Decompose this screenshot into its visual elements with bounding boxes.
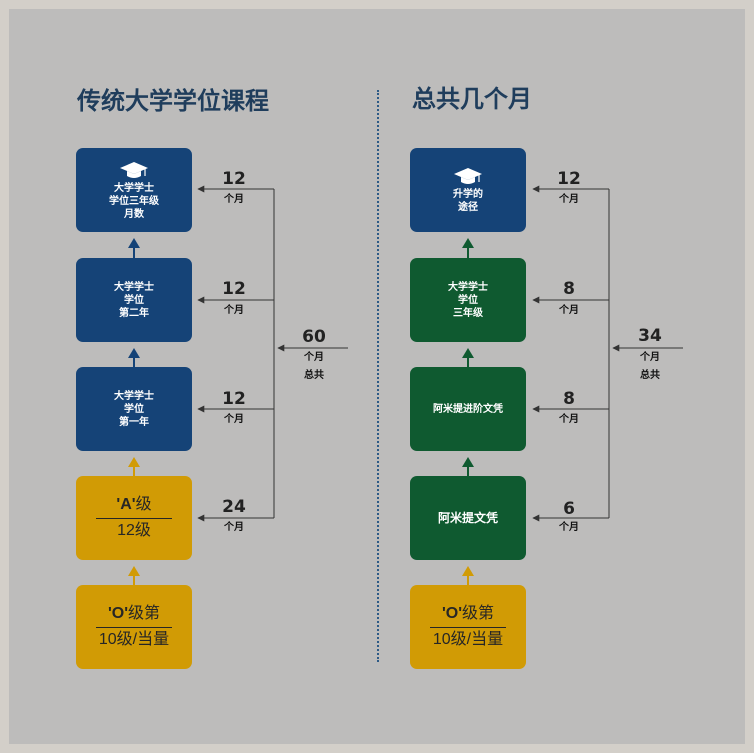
left-duration-4-value: 24 — [222, 497, 246, 517]
right-box-pathway-label: 升学的 途径 — [453, 189, 483, 213]
right-box-advanced-diploma-label: 阿米提进阶文凭 — [433, 403, 503, 415]
left-duration-1-value: 12 — [222, 169, 246, 189]
right-duration-1-unit: 个月 — [559, 194, 579, 205]
right-o-level-top: 'O'级第 — [441, 605, 495, 622]
right-duration-2-value: 8 — [563, 279, 575, 299]
right-total-unit: 个月 — [640, 352, 660, 363]
left-total-unit: 个月 — [304, 352, 324, 363]
right-total-value: 34 — [638, 326, 662, 346]
column-divider — [377, 90, 379, 662]
right-box-pathway: 升学的 途径 — [410, 148, 526, 232]
left-title: 传统大学学位课程 — [77, 86, 269, 115]
left-bracket — [197, 185, 348, 522]
right-o-level-bottom: 10级/当量 — [432, 631, 504, 648]
right-duration-1-value: 12 — [557, 169, 581, 189]
right-box-diploma: 阿米提文凭 — [410, 476, 526, 560]
right-bracket — [532, 185, 683, 522]
left-total-label: 总共 — [304, 370, 324, 381]
left-box-o-level: 'O'级第 10级/当量 — [76, 585, 192, 669]
graduation-cap-icon — [454, 168, 482, 184]
right-box-year-three: 大学学士 学位 三年级 — [410, 258, 526, 342]
right-flow-arrows — [462, 238, 474, 585]
left-duration-3-unit: 个月 — [224, 414, 244, 425]
left-box-year-two-label: 大学学士 学位 第二年 — [114, 281, 154, 319]
o-level-bottom: 10级/当量 — [98, 631, 170, 648]
o-level-top: 'O'级第 — [107, 605, 161, 622]
right-title: 总共几个月 — [412, 84, 532, 113]
graduation-cap-icon — [120, 161, 148, 178]
left-box-year-one: 大学学士 学位 第一年 — [76, 367, 192, 451]
right-box-o-level: 'O'级第 10级/当量 — [410, 585, 526, 669]
right-box-advanced-diploma: 阿米提进阶文凭 — [410, 367, 526, 451]
right-total-label: 总共 — [640, 370, 660, 381]
left-box-year-three: 大学学士 学位三年级 月数 — [76, 148, 192, 232]
right-box-diploma-label: 阿米提文凭 — [437, 510, 498, 525]
left-box-year-three-label: 大学学士 学位三年级 月数 — [109, 182, 159, 220]
left-box-year-one-label: 大学学士 学位 第一年 — [114, 390, 154, 428]
left-duration-3-value: 12 — [222, 389, 246, 409]
right-duration-2-unit: 个月 — [559, 305, 579, 316]
right-duration-4-value: 6 — [563, 499, 575, 519]
left-duration-1-unit: 个月 — [224, 194, 244, 205]
right-duration-4-unit: 个月 — [559, 522, 579, 533]
right-box-year-three-label: 大学学士 学位 三年级 — [448, 281, 488, 319]
right-duration-3-value: 8 — [563, 389, 575, 409]
left-duration-2-unit: 个月 — [224, 305, 244, 316]
left-total-value: 60 — [302, 327, 326, 347]
left-duration-2-value: 12 — [222, 279, 246, 299]
left-box-year-two: 大学学士 学位 第二年 — [76, 258, 192, 342]
a-level-top: 'A'级 — [116, 496, 152, 513]
left-box-a-level: 'A'级 12级 — [76, 476, 192, 560]
a-level-bottom: 12级 — [117, 522, 151, 539]
right-duration-3-unit: 个月 — [559, 414, 579, 425]
left-duration-4-unit: 个月 — [224, 522, 244, 533]
left-flow-arrows — [128, 238, 140, 585]
